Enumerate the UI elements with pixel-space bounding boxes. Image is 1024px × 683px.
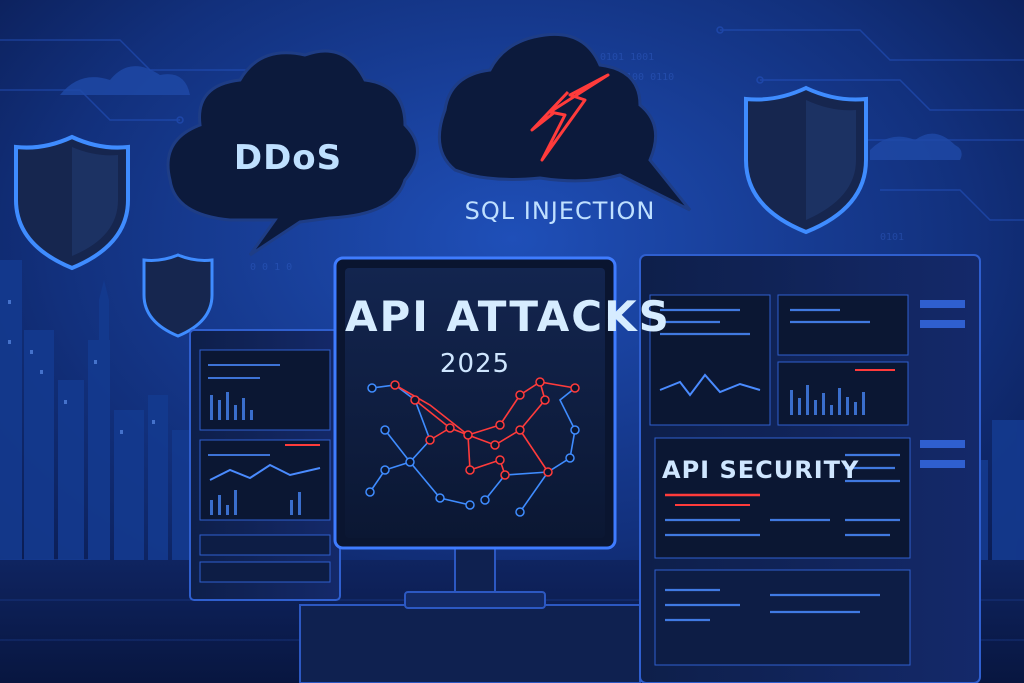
city-skyline xyxy=(0,260,192,570)
svg-text:0101: 0101 xyxy=(880,232,904,243)
svg-text:0101 1001: 0101 1001 xyxy=(600,52,654,63)
monitor-year: 2025 xyxy=(439,349,511,379)
thundercloud-icon-sql xyxy=(437,32,692,212)
shield-icon-small xyxy=(142,253,214,338)
svg-text:1100 0110: 1100 0110 xyxy=(620,72,674,83)
server-rack-right xyxy=(639,254,981,683)
thundercloud-icon-ddos xyxy=(166,49,419,257)
server-rack-left xyxy=(189,329,341,601)
sql-injection-label: SQL INJECTION xyxy=(464,197,656,225)
monitor-title: API ATTACKS xyxy=(345,292,671,341)
api-security-label: API SECURITY xyxy=(662,456,860,484)
lightning-icon xyxy=(530,73,610,162)
ddos-label: DDoS xyxy=(233,138,343,178)
svg-text:0 0 1 0: 0 0 1 0 xyxy=(250,262,292,273)
